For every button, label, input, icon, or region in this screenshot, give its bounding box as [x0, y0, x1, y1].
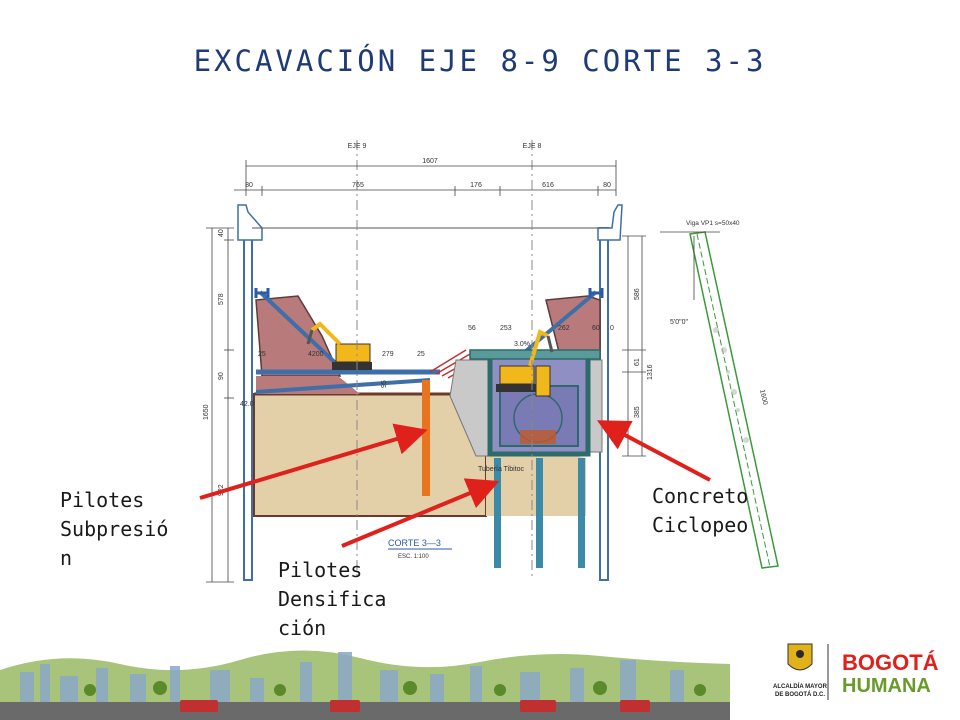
- footer-banner: ALCALDÍA MAYOR DE BOGOTÁ D.C. BOGOTÁ HUM…: [0, 643, 939, 720]
- axis-label-eje9: EJE 9: [348, 143, 367, 150]
- dim-left-578: 578: [218, 293, 225, 305]
- lower-soil: [253, 393, 487, 517]
- inner-dim-95: 95: [381, 380, 388, 388]
- inner-dim-60: 60: [592, 325, 600, 332]
- callout-pilotes-subpresion: Pilotes Subpresió n: [60, 488, 169, 570]
- dim-left-80: 80: [245, 182, 253, 189]
- alcaldia-line2: DE BOGOTÁ D.C.: [775, 691, 825, 698]
- pipe-hatch: [520, 430, 556, 444]
- footer-city: [20, 652, 684, 702]
- viga-label: Viga VP1 s=50x40: [686, 220, 740, 227]
- upper-soil-left: [255, 295, 342, 377]
- arrow-densificacion: [341, 478, 500, 548]
- section-scale: ESC. 1:100: [398, 554, 429, 560]
- excavator-right: [496, 329, 554, 397]
- footer-trees: [84, 681, 706, 696]
- dim-left-42: 42.0: [240, 401, 254, 408]
- inner-dim-0: 0: [610, 325, 614, 332]
- right-rock-fill: [713, 327, 749, 443]
- dim-right-61: 61: [634, 358, 641, 366]
- subpression-pile: [422, 380, 430, 496]
- slope-dim: 1600: [758, 389, 768, 406]
- inner-dim-262: 262: [558, 325, 570, 332]
- pipe-label: Tubería Tibitoc: [478, 466, 525, 473]
- dim-total: 1607: [422, 158, 438, 165]
- footer-buses: [180, 700, 650, 712]
- dim-176: 176: [470, 182, 482, 189]
- upper-soil-right: [545, 295, 601, 357]
- inner-dim-slope: 3.0%: [514, 341, 530, 348]
- dim-right-586: 586: [634, 288, 641, 300]
- dim-left-90: 90: [218, 372, 225, 380]
- brand-humana: HUMANA: [842, 675, 931, 697]
- dim-right-385: 385: [634, 406, 641, 418]
- arrow-subpresion: [199, 423, 428, 500]
- alcaldia-logo: [787, 643, 813, 671]
- inner-dim-4200: 4200: [308, 351, 324, 358]
- callout-concreto-ciclopeo: Concreto Ciclopeo: [652, 484, 749, 537]
- inner-dim-253: 253: [500, 325, 512, 332]
- dim-left-40: 40: [218, 229, 225, 237]
- slope-label: 5'0"0": [670, 319, 689, 326]
- dim-right-1316: 1316: [647, 364, 654, 380]
- inner-dim-279: 279: [382, 351, 394, 358]
- dim-left-1650: 1650: [203, 404, 210, 420]
- right-slope: [660, 231, 779, 569]
- concrete-gravel-left: [449, 359, 491, 457]
- densification-pile-2: [536, 458, 543, 568]
- dim-right-80: 80: [603, 182, 611, 189]
- section-title: CORTE 3—3: [388, 538, 441, 548]
- arrow-concreto: [596, 420, 711, 482]
- strut-lower: [255, 378, 431, 394]
- dim-765: 765: [352, 182, 364, 189]
- strut-diagonal-left: [258, 290, 347, 374]
- page-title: EXCAVACIÓN EJE 8-9 CORTE 3-3: [193, 44, 767, 78]
- right-wall-cap: [597, 204, 623, 241]
- inner-dim-56: 56: [468, 325, 476, 332]
- h-beam-right: [588, 288, 604, 298]
- axis-label-eje8: EJE 8: [523, 143, 542, 150]
- h-beam-left: [254, 288, 270, 298]
- callout-pilotes-densificacion: Pilotes Densifica ción: [278, 558, 387, 640]
- cross-section-drawing: EJE 9 EJE 8 1607 80 765 176 616 80 40 57…: [199, 140, 779, 583]
- brand-bogota: BOGOTÁ: [842, 650, 939, 675]
- densification-pile-1: [494, 458, 501, 568]
- alcaldia-line1: ALCALDÍA MAYOR: [773, 682, 828, 690]
- densification-pile-3: [578, 458, 585, 568]
- excavator-left: [306, 321, 372, 370]
- inner-dim-25-left: 25: [258, 351, 266, 358]
- strut-diagonal-right: [518, 290, 598, 358]
- dim-616: 616: [542, 182, 554, 189]
- left-wall-cap: [237, 204, 263, 241]
- inner-dim-25: 25: [417, 351, 425, 358]
